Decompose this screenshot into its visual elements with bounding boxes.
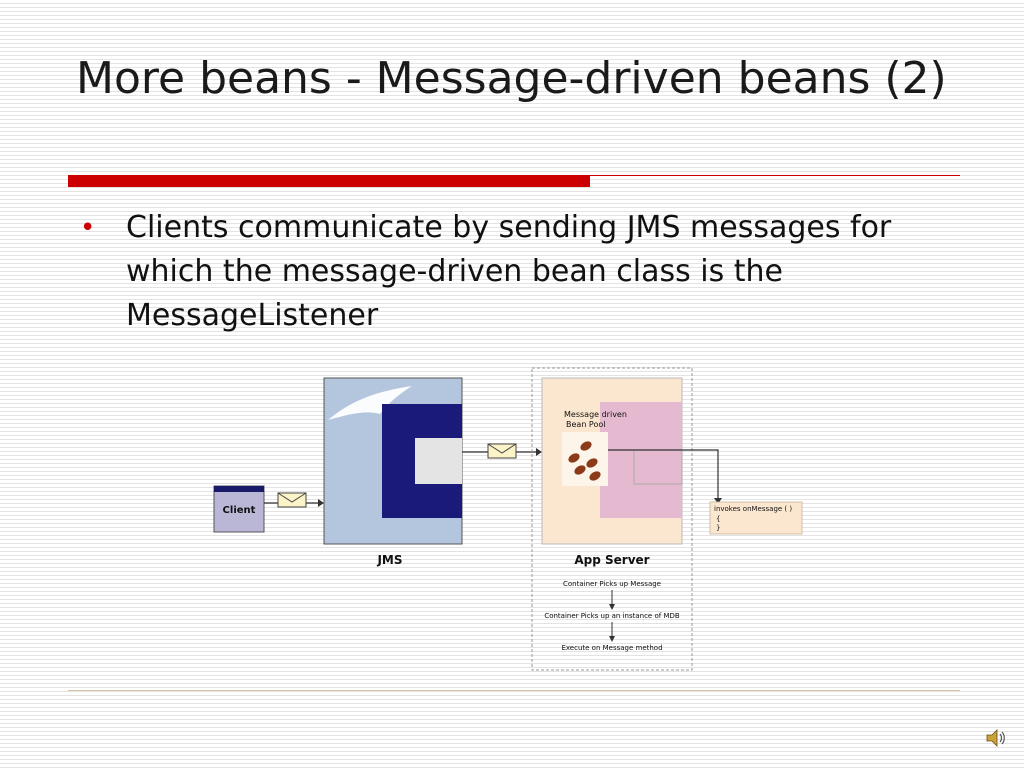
bullet-list: • Clients communicate by sending JMS mes… xyxy=(76,206,936,338)
bean-icon xyxy=(568,453,580,463)
bullet-dot-icon: • xyxy=(80,213,96,243)
slide-title: More beans - Message-driven beans (2) xyxy=(76,53,947,104)
jms-box: JMS xyxy=(323,377,463,567)
bullet-item: • Clients communicate by sending JMS mes… xyxy=(76,206,936,338)
bean-pool-label-1: Message driven xyxy=(564,410,627,419)
bean-icon xyxy=(589,471,601,481)
invoke-line-3: } xyxy=(716,524,720,532)
bean-icon xyxy=(580,441,592,451)
speaker-icon[interactable] xyxy=(984,726,1008,750)
title-underline-bar xyxy=(68,175,590,187)
bean-pool: Message driven Bean Pool xyxy=(562,410,627,486)
jms-label: JMS xyxy=(376,553,402,567)
invoke-line-2: { xyxy=(716,515,720,523)
mdb-diagram: Client JMS xyxy=(200,362,820,682)
mdb-diagram-svg: Client JMS xyxy=(213,367,803,671)
step-2: Container Picks up an instance of MDB xyxy=(544,612,680,620)
footer-divider xyxy=(68,690,960,691)
bullet-text: Clients communicate by sending JMS messa… xyxy=(126,210,892,333)
app-server-box: Message driven Bean Pool App Server xyxy=(541,377,683,567)
envelope-icon xyxy=(487,443,517,459)
client-label: Client xyxy=(223,505,256,516)
step-3: Execute on Message method xyxy=(561,644,662,652)
invoke-box: invokes onMessage ( ) { } xyxy=(709,501,803,535)
bean-icon xyxy=(586,458,598,468)
bean-icon xyxy=(574,465,586,475)
client-box: Client xyxy=(213,485,265,533)
bean-pool-label-2: Bean Pool xyxy=(566,420,605,429)
app-server-label: App Server xyxy=(574,553,649,567)
envelope-icon xyxy=(277,492,307,508)
bird-logo-icon xyxy=(328,386,412,420)
app-server-frame xyxy=(531,367,693,671)
step-1: Container Picks up Message xyxy=(563,580,661,588)
title-underline-line xyxy=(590,175,960,176)
invoke-line-1: invokes onMessage ( ) xyxy=(714,505,792,513)
